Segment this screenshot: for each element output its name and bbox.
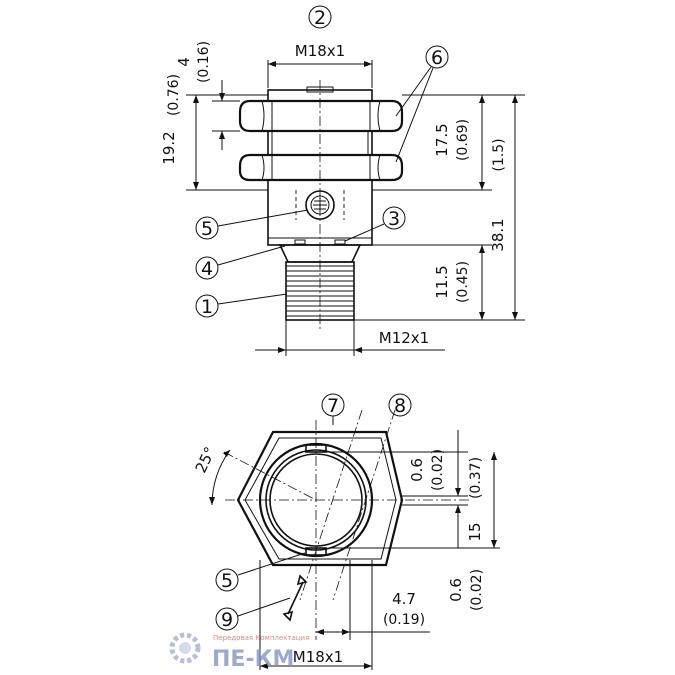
dim-upper-in: (0.69) — [455, 119, 471, 161]
adjust-arrow-icon — [282, 574, 308, 622]
lower-nut — [238, 153, 404, 182]
callout-2: 2 — [308, 5, 332, 29]
svg-text:1: 1 — [201, 296, 213, 318]
svg-text:6: 6 — [431, 47, 443, 69]
dim-total-in: (1.5) — [491, 138, 507, 171]
callout-5-top: 5 — [195, 209, 309, 240]
svg-text:8: 8 — [394, 395, 406, 417]
svg-text:4: 4 — [201, 258, 213, 280]
svg-text:2: 2 — [314, 7, 326, 29]
callout-6: 6 — [395, 45, 449, 163]
dim-side: 4.7 (0.19) — [316, 560, 430, 640]
dim-side-in: (0.19) — [383, 612, 425, 628]
dim-thread-connector-label: M12x1 — [379, 329, 429, 347]
dim-side-mm: 4.7 — [392, 590, 416, 608]
dim-thread-front-label: M18x1 — [293, 648, 343, 666]
svg-text:5: 5 — [201, 218, 213, 240]
svg-text:7: 7 — [327, 395, 339, 417]
callout-7: 7 — [321, 393, 345, 425]
svg-text:9: 9 — [221, 609, 233, 631]
dim-offset-bottom-in: (0.02) — [469, 569, 485, 611]
dim-offset-top-in: (0.02) — [430, 449, 446, 491]
side-view: M18x1 4 (0.16) 19.2 (0.76) 17.5 — [160, 5, 525, 356]
dim-offset-top-mm: 0.6 — [408, 458, 426, 482]
callout-9: 9 — [215, 597, 291, 631]
dim-total: 38.1 (1.5) — [489, 94, 525, 320]
dim-nut-height-mm: 4 — [175, 57, 193, 67]
angle-label: 25° — [192, 444, 220, 476]
dim-thread-top: M18x1 — [267, 42, 373, 88]
connector-thread — [278, 244, 362, 321]
led-window — [305, 190, 335, 220]
front-view: 25° 0.6 (0.02) 15 (0.37) 0.6 (0.02) 4.7 … — [192, 393, 500, 670]
dim-thread-top-label: M18x1 — [295, 42, 345, 60]
upper-nut — [238, 99, 404, 133]
callout-8: 8 — [388, 393, 412, 417]
dim-housing: 19.2 (0.76) — [160, 74, 268, 191]
dim-thread-front: M18x1 — [259, 560, 373, 670]
dim-center-in: (0.37) — [468, 457, 484, 499]
dim-nut-height-in: (0.16) — [196, 41, 212, 83]
svg-text:5: 5 — [221, 570, 233, 592]
watermark: Передовая Комплектация ПЕ-КМ — [169, 632, 309, 672]
dim-nut-height: 4 (0.16) — [175, 41, 240, 150]
dim-center-mm: 15 — [466, 522, 484, 541]
dim-housing-mm: 19.2 — [160, 131, 178, 164]
dim-total-mm: 38.1 — [489, 218, 507, 251]
callout-3: 3 — [344, 206, 406, 242]
dim-connector-mm: 11.5 — [433, 265, 451, 298]
dim-thread-connector: M12x1 — [255, 320, 445, 356]
dim-upper: 17.5 (0.69) — [372, 94, 492, 191]
dim-connector-in: (0.45) — [455, 261, 471, 303]
callout-1: 1 — [195, 293, 288, 318]
dim-connector: 11.5 (0.45) — [354, 244, 525, 321]
dim-offsets: 0.6 (0.02) 15 (0.37) 0.6 (0.02) — [320, 430, 500, 611]
gear-logo-icon — [169, 632, 201, 664]
callout-4: 4 — [195, 245, 286, 280]
watermark-logo-text: ПЕ-КМ — [212, 647, 294, 672]
svg-text:3: 3 — [388, 208, 400, 230]
dim-housing-in: (0.76) — [166, 74, 182, 116]
dim-upper-mm: 17.5 — [433, 123, 451, 156]
watermark-tagline: Передовая Комплектация — [213, 634, 309, 642]
callout-5-bottom: 5 — [215, 552, 306, 592]
dim-offset-bottom-mm: 0.6 — [447, 578, 465, 602]
